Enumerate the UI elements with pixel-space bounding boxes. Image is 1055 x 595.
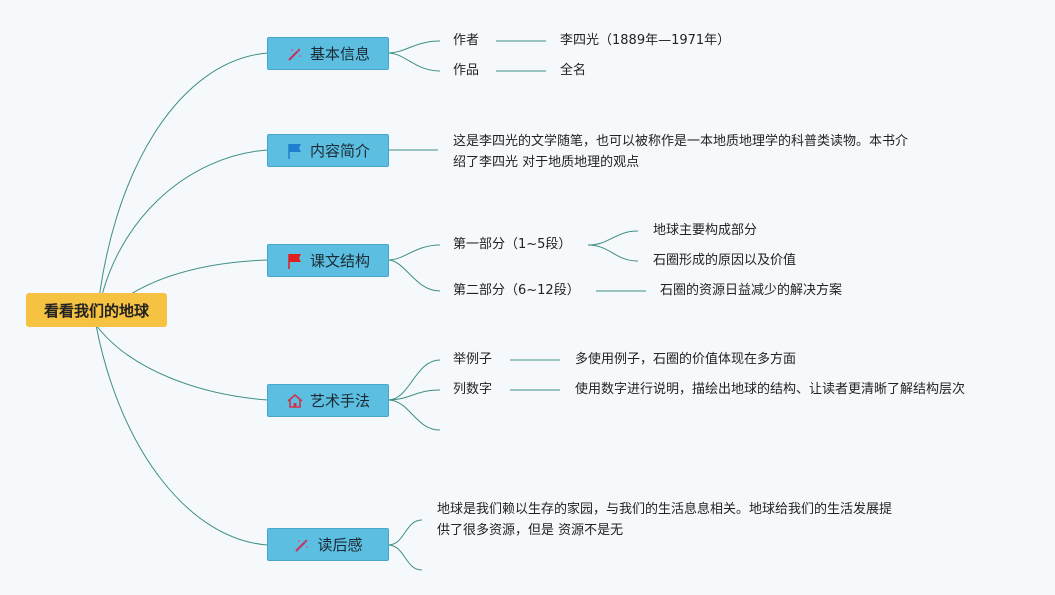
connector xyxy=(387,399,441,431)
subtopic-part2[interactable]: 第二部分（6~12段） xyxy=(453,283,580,298)
magic-wand-icon xyxy=(286,45,304,63)
connector xyxy=(95,324,269,546)
connector xyxy=(95,52,269,326)
subtopic-example-key[interactable]: 举例子 xyxy=(453,352,493,367)
summary-line: 这是李四光的文学随笔，也可以被称作是一本地质地理学的科普类读物。本书介 xyxy=(453,134,909,149)
magic-wand-icon xyxy=(293,536,311,554)
subtopic-author-value[interactable]: 李四光（1889年—1971年） xyxy=(560,33,731,48)
topic-reflection[interactable]: 读后感 xyxy=(267,528,389,561)
topic-techniques[interactable]: 艺术手法 xyxy=(267,384,389,417)
subtopic-part1[interactable]: 第一部分（1~5段） xyxy=(453,237,572,252)
topic-label: 基本信息 xyxy=(309,45,370,63)
subtopic-part2-child[interactable]: 石圈的资源日益减少的解决方案 xyxy=(660,283,843,298)
connector xyxy=(387,544,423,571)
root-topic[interactable]: 看看我们的地球 xyxy=(26,293,167,327)
connector xyxy=(387,519,423,546)
connector xyxy=(587,244,639,262)
connector xyxy=(387,52,441,72)
subtopic-part1-child[interactable]: 地球主要构成部分 xyxy=(653,223,758,238)
connector xyxy=(387,259,441,292)
topic-structure[interactable]: 课文结构 xyxy=(267,244,389,277)
topic-summary[interactable]: 内容简介 xyxy=(267,134,389,167)
connector xyxy=(587,230,639,246)
connector xyxy=(387,389,441,401)
summary-text[interactable]: 这是李四光的文学随笔，也可以被称作是一本地质地理学的科普类读物。本书介 绍了李四… xyxy=(453,131,908,173)
topic-label: 内容简介 xyxy=(309,142,370,160)
topic-label: 艺术手法 xyxy=(309,392,370,410)
subtopic-work-key[interactable]: 作品 xyxy=(453,63,480,78)
subtopic-part1-child[interactable]: 石圈形成的原因以及价值 xyxy=(653,253,797,268)
reflection-line: 供了很多资源，但是 资源不是无 xyxy=(437,523,624,538)
connector xyxy=(95,324,269,401)
summary-line: 绍了李四光 对于地质地理的观点 xyxy=(453,155,640,170)
subtopic-numbers-key[interactable]: 列数字 xyxy=(453,382,493,397)
reflection-line: 地球是我们赖以生存的家园，与我们的生活息息相关。地球给我们的生活发展提 xyxy=(437,502,893,517)
home-icon xyxy=(286,392,304,410)
subtopic-example-value[interactable]: 多使用例子，石圈的价值体现在多方面 xyxy=(575,352,797,367)
topic-label: 读后感 xyxy=(317,536,363,554)
blue-flag-icon xyxy=(286,142,304,160)
subtopic-numbers-value[interactable]: 使用数字进行说明，描绘出地球的结构、让读者更清晰了解结构层次 xyxy=(575,382,966,397)
subtopic-work-value[interactable]: 全名 xyxy=(560,63,587,78)
root-label: 看看我们的地球 xyxy=(43,301,149,320)
subtopic-author-key[interactable]: 作者 xyxy=(453,33,480,48)
connector xyxy=(387,244,441,261)
reflection-text[interactable]: 地球是我们赖以生存的家园，与我们的生活息息相关。地球给我们的生活发展提 供了很多… xyxy=(437,499,892,541)
topic-label: 课文结构 xyxy=(309,252,370,270)
connector xyxy=(387,40,441,54)
topic-basic-info[interactable]: 基本信息 xyxy=(267,37,389,70)
connector xyxy=(387,359,441,401)
connector xyxy=(95,149,269,326)
red-flag-icon xyxy=(286,252,304,270)
